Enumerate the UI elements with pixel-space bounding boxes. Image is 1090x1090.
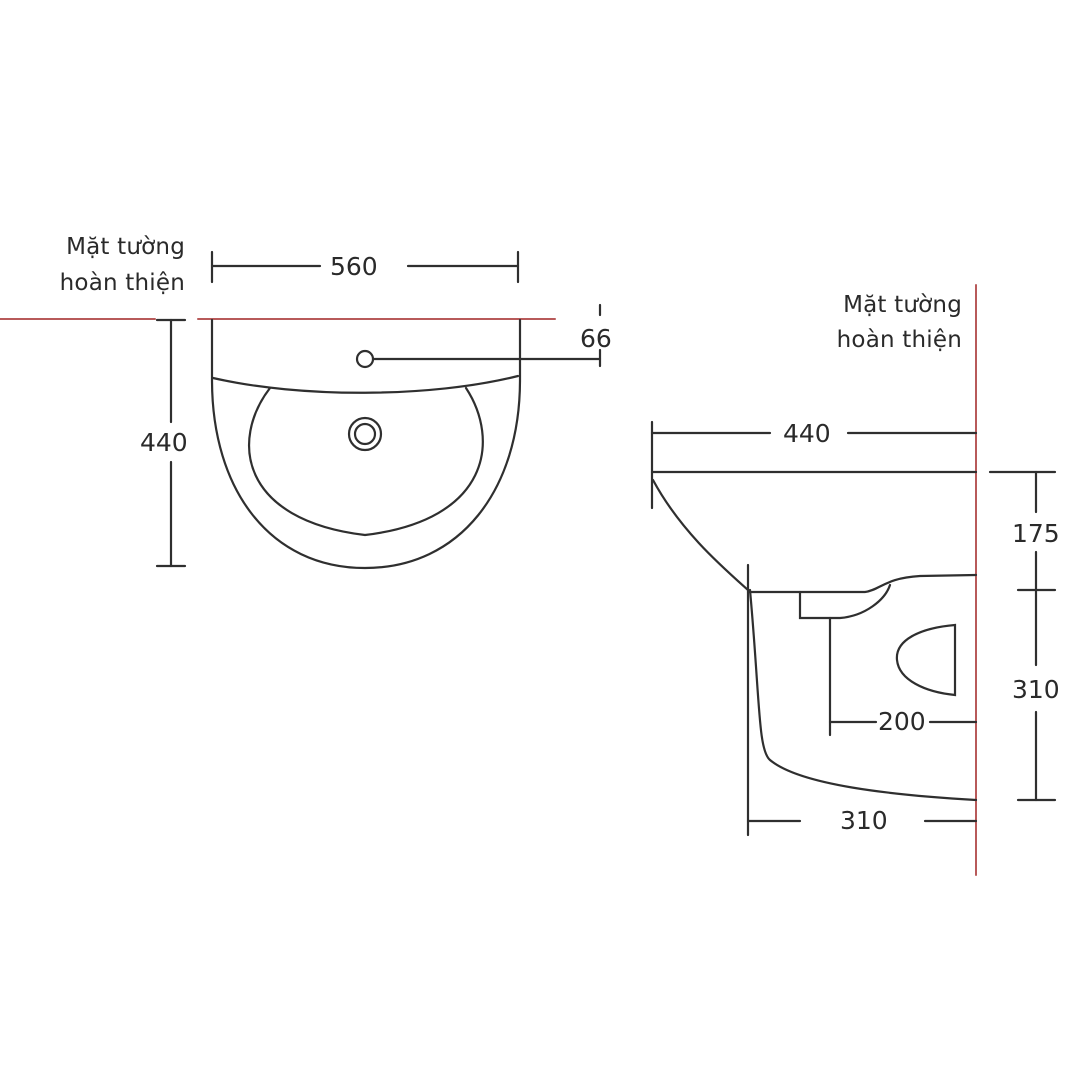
bottom-depth-dim: 310 — [840, 806, 888, 835]
side-depth-dim: 440 — [783, 419, 831, 448]
top-to-bracket-dim: 175 — [1012, 519, 1060, 548]
bracket-to-bottom-dim: 310 — [1012, 675, 1060, 704]
front-wall-label-line2: hoàn thiện — [59, 270, 185, 296]
side-wall-label-line2: hoàn thiện — [836, 327, 962, 353]
front-width-dim: 560 — [330, 252, 378, 281]
drain-offset-dim: 200 — [878, 707, 926, 736]
tap-hole-offset-dim: 66 — [580, 324, 612, 353]
front-wall-label-line1: Mặt tường — [66, 234, 185, 260]
front-height-dim: 440 — [140, 428, 188, 457]
side-wall-label-line1: Mặt tường — [843, 292, 962, 318]
